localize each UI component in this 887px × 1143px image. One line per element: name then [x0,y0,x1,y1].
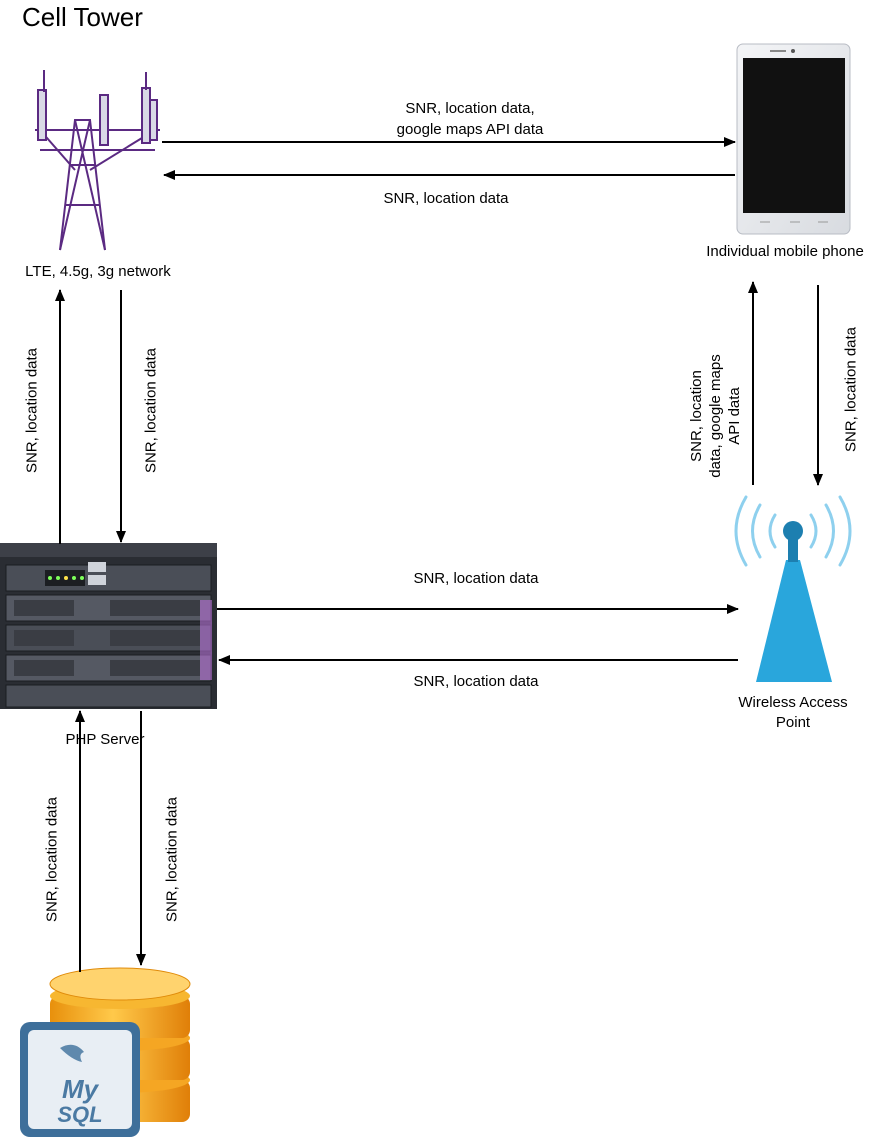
edge-label-server-to-db: SNR, location data [163,796,181,923]
mobile-phone-icon [736,43,851,235]
edge-label-phone-to-wap: SNR, location data [842,326,860,453]
edge-label-wap-to-server: SNR, location data [413,673,539,690]
edge-label-phone-to-tower: SNR, location data [383,190,509,207]
edge-label-tower-to-phone-line1: SNR, location data, [405,100,535,117]
diagram-title: Cell Tower [22,2,143,32]
tower-label: LTE, 4.5g, 3g network [25,263,171,280]
mysql-database-icon: My SQL [20,967,191,1137]
edge-label-server-to-tower: SNR, location data [23,347,41,474]
server-rack-icon [0,543,217,709]
server-label: PHP Server [65,731,145,748]
cell-tower-icon [35,70,160,251]
edge-label-server-to-wap: SNR, location data [413,570,539,587]
edge-label-db-to-server: SNR, location data [43,796,61,923]
edge-label-tower-to-server: SNR, location data [142,347,160,474]
svg-text:SQL: SQL [57,1102,102,1127]
edge-label-wap-to-phone-line3: API data [726,387,743,445]
phone-label: Individual mobile phone [706,243,864,260]
edge-label-tower-to-phone-line2: google maps API data [396,121,544,138]
edge-label-wap-to-phone-line2: data, google maps [707,354,724,478]
svg-text:My: My [62,1074,100,1104]
wireless-access-point-icon [734,495,852,682]
edge-label-wap-to-phone-line1: SNR, location [688,370,705,462]
wap-label: Wireless Access Point [738,694,848,731]
edge-label-wap-to-phone: SNR, location data, google maps API data [687,331,747,501]
